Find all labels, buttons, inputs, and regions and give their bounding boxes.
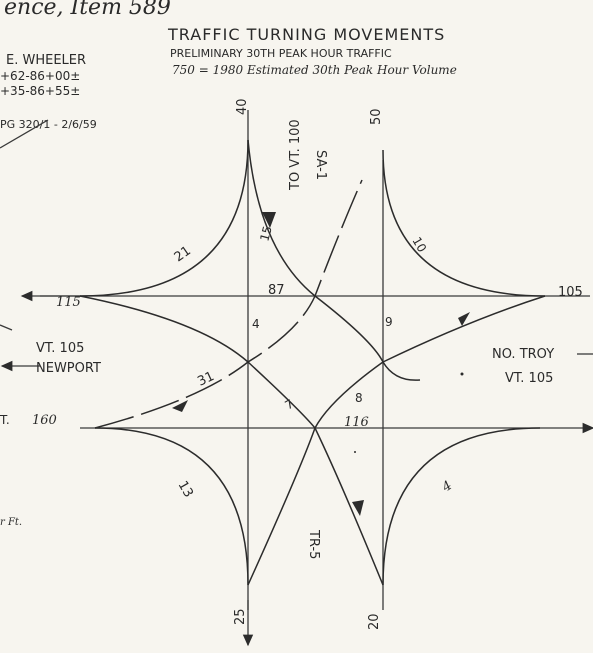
- volume-east-in: 105: [558, 285, 583, 300]
- volume-turn-se: 4: [439, 478, 455, 496]
- arrow-n-turn: [262, 212, 276, 228]
- corner-note: ence, Item 589: [4, 0, 171, 20]
- ink-dot: [354, 451, 356, 453]
- volume-through-ew-top: 87: [268, 283, 285, 298]
- turn-curve-e-to-s: [247, 361, 384, 586]
- diagram-legend: 750 = 1980 Estimated 30th Peak Hour Volu…: [172, 63, 457, 77]
- arrow-s-turn: [352, 500, 364, 516]
- reference-line: PG 320/1 - 2/6/59: [0, 118, 97, 131]
- note-leader-line: [0, 119, 49, 149]
- volume-north-out: 50: [369, 108, 384, 125]
- arrow-e-turn: [458, 312, 470, 326]
- arrow-sw-turn: [172, 400, 188, 412]
- volume-turn-ne: 10: [409, 235, 429, 255]
- volume-north-in: 40: [235, 98, 250, 115]
- volume-turn-nw: 21: [172, 243, 194, 265]
- station-line-1: +62-86+00±: [0, 69, 80, 83]
- volume-turn-sw-lower: 13: [175, 479, 196, 501]
- volume-center-8: 8: [355, 391, 363, 405]
- volume-center-9: 9: [385, 315, 393, 329]
- north-road-sublabel: SA-1: [313, 150, 328, 180]
- turn-curve-n-to-e: [247, 139, 421, 381]
- volume-through-ew-bottom: 116: [344, 415, 369, 430]
- engineer-name: E. WHEELER: [6, 53, 86, 68]
- north-road-label: TO VT. 100: [288, 119, 303, 191]
- turn-curve-se: [382, 427, 541, 586]
- east-road-label: NO. TROY: [492, 347, 554, 362]
- turn-curve-ne: [382, 149, 546, 297]
- diagram-subtitle: PRELIMINARY 30TH PEAK HOUR TRAFFIC: [170, 47, 392, 60]
- west-road-sublabel: NEWPORT: [36, 361, 101, 376]
- turn-curve-w-to-s: [79, 295, 384, 586]
- diagram-title: TRAFFIC TURNING MOVEMENTS: [167, 25, 445, 44]
- footnote: r Ft.: [0, 517, 22, 528]
- volume-center-4: 4: [252, 317, 260, 331]
- turn-curve-nw: [79, 139, 249, 297]
- east-road-sublabel: VT. 105: [505, 371, 553, 386]
- south-road-label: TR-5: [306, 529, 321, 559]
- volume-west-out: 115: [56, 295, 81, 310]
- ink-dot: [460, 372, 464, 376]
- turn-curve-e-in: [382, 295, 546, 363]
- t-mark: T.: [0, 413, 10, 427]
- volume-south-in: 20: [367, 613, 382, 630]
- volume-turn-sw-upper: 31: [195, 369, 216, 390]
- note-tick-line: [0, 324, 13, 331]
- volume-south-out: 25: [233, 608, 248, 625]
- turn-curve-sw: [94, 427, 249, 586]
- turn-curve-w-to-n: [94, 179, 363, 429]
- volume-west-in: 160: [32, 413, 57, 428]
- volume-center-7: 7: [283, 397, 297, 413]
- west-road-label: VT. 105: [36, 341, 84, 356]
- volume-turn-n-sw: 15: [257, 224, 274, 242]
- station-line-2: +35-86+55±: [0, 84, 80, 98]
